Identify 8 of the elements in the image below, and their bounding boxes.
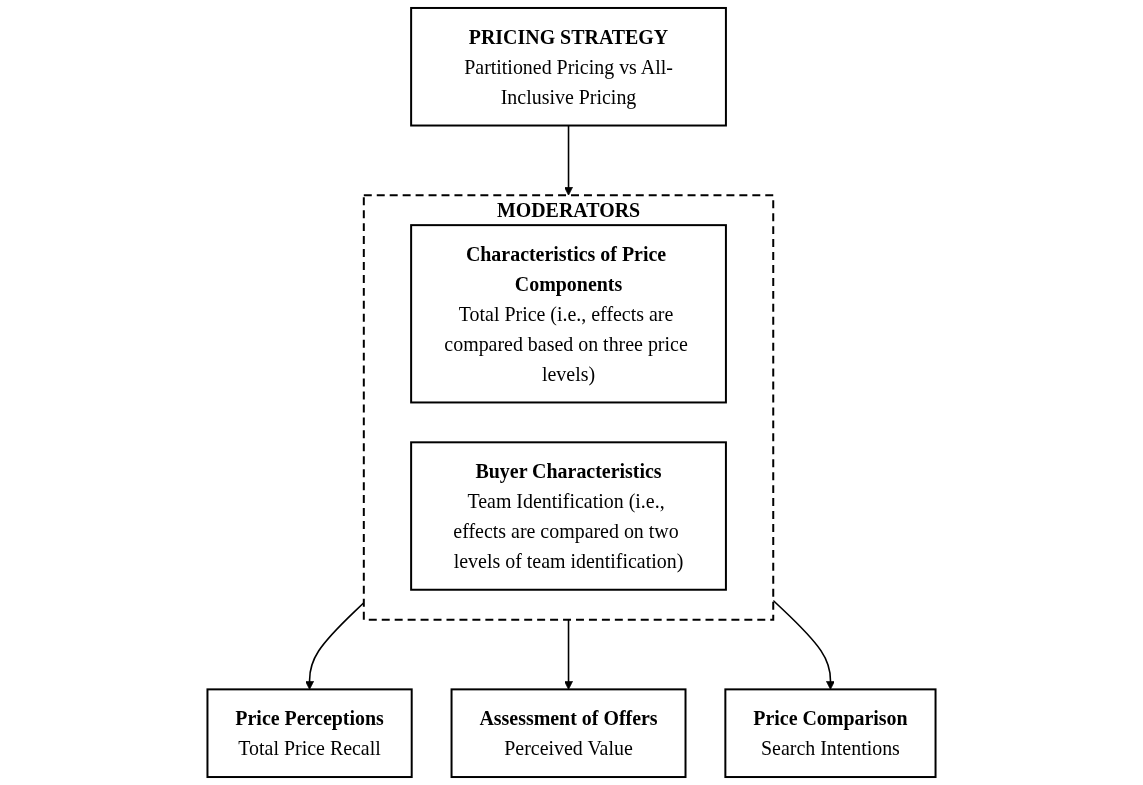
node-box: Price Perceptions Total Price Recall (206, 688, 413, 779)
node-box: Price Comparison Search Intentions (724, 688, 937, 779)
node-box: Assessment of Offers Perceived Value (450, 688, 687, 779)
node-box: Characteristics of Price Components Total Price (i.e., effects are compared based on three price levels) (410, 224, 727, 404)
node-box: PRICING STRATEGY Partitioned Pricing vs All-Inclusive Pricing (410, 6, 727, 127)
node-box: Buyer Characteristics Team Identification (i.e., effects are compared on two levels of team identification) (410, 441, 727, 591)
arrow (564, 618, 573, 690)
arrow (564, 124, 573, 196)
